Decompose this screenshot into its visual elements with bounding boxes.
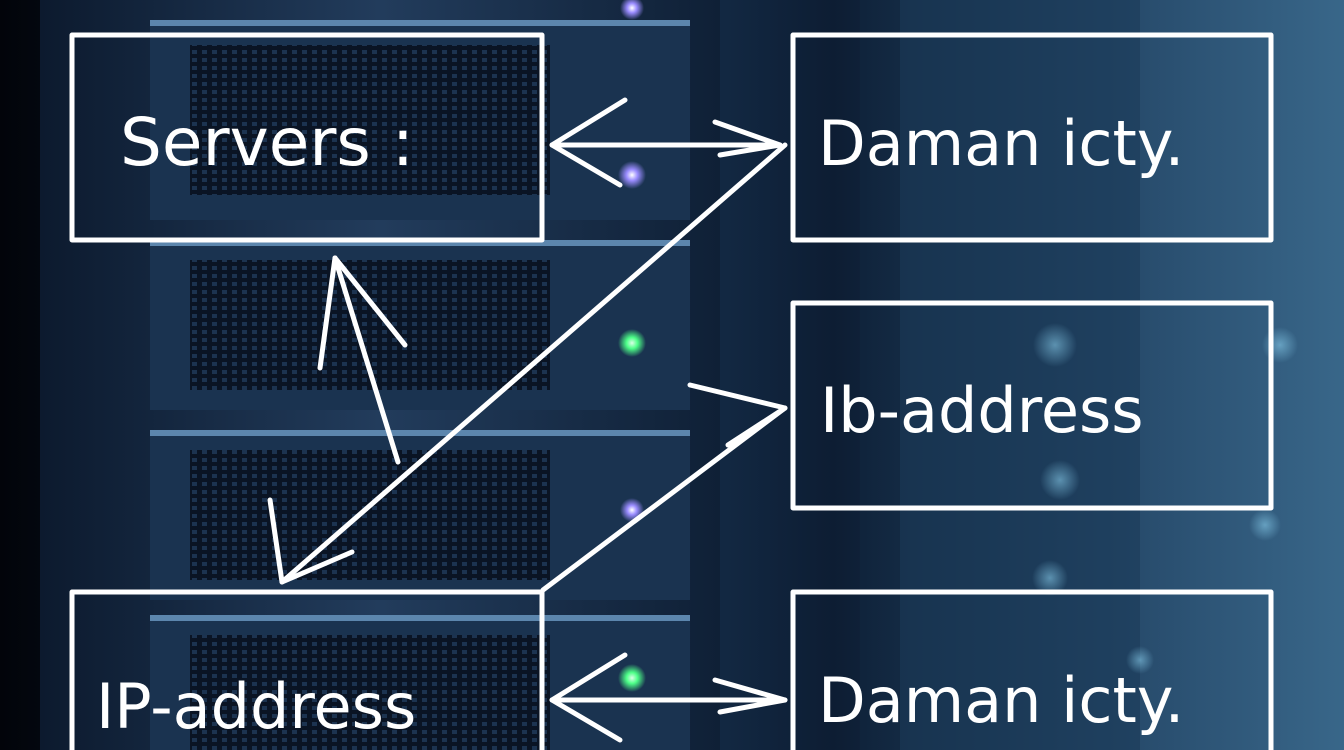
arrow-domain-to-ip-address bbox=[267, 142, 788, 585]
status-led-green bbox=[618, 329, 646, 357]
domain-bottom-box bbox=[790, 589, 1274, 750]
bokeh-light bbox=[1249, 509, 1281, 541]
arrow-domain-to-ip-address-bottom bbox=[549, 652, 788, 743]
bokeh-light bbox=[1033, 323, 1077, 367]
ib-address-label: Ib-address bbox=[820, 374, 1144, 447]
arrow-ip-address-to-ib-address bbox=[540, 382, 788, 593]
status-led-violet bbox=[618, 161, 646, 189]
domain-top-label: Daman icty. bbox=[818, 107, 1184, 180]
ib-address-box bbox=[790, 300, 1274, 511]
status-led-green bbox=[618, 664, 646, 692]
server-unit bbox=[150, 20, 690, 220]
bokeh-light bbox=[1262, 327, 1298, 363]
server-unit bbox=[150, 240, 690, 410]
bokeh-light bbox=[1040, 460, 1080, 500]
servers-box bbox=[69, 32, 545, 243]
server-rack-left bbox=[40, 0, 720, 750]
servers-label: Servers : bbox=[120, 104, 414, 181]
ip-address-box bbox=[69, 589, 545, 750]
arrow-domain-to-servers bbox=[549, 97, 783, 188]
arrow-ip-address-to-servers bbox=[317, 255, 408, 465]
status-led-violet bbox=[620, 0, 644, 20]
bokeh-light bbox=[1032, 560, 1068, 596]
bokeh-light bbox=[1126, 646, 1154, 674]
domain-bottom-label: Daman icty. bbox=[818, 664, 1184, 737]
server-unit bbox=[150, 430, 690, 600]
domain-top-box bbox=[790, 32, 1274, 243]
ip-address-label: IP-address bbox=[96, 670, 416, 743]
server-rack-right bbox=[860, 0, 1344, 750]
